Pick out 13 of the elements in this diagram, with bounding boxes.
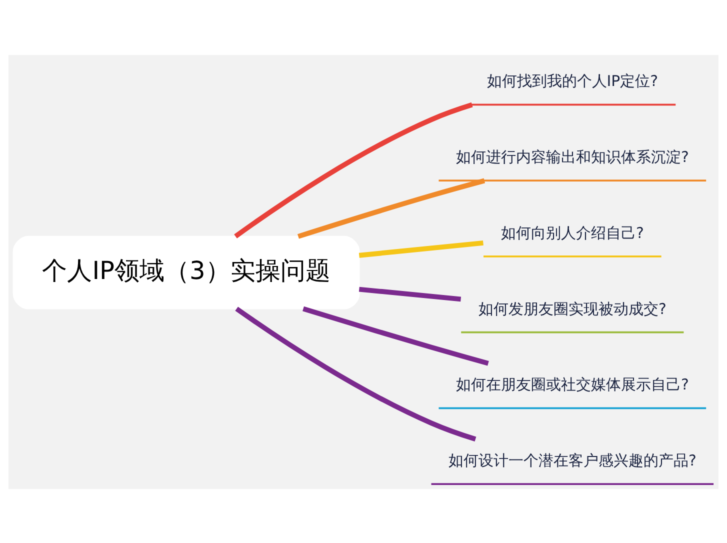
node-text: 如何在朋友圈或社交媒体展示自己? xyxy=(456,375,689,394)
connector xyxy=(235,306,476,442)
node-text: 如何进行内容输出和知识体系沉淀? xyxy=(456,148,689,166)
connector xyxy=(234,102,473,238)
node-text: 如何找到我的个人IP定位? xyxy=(486,72,658,90)
node-text: 如何设计一个潜在客户感兴趣的产品? xyxy=(448,450,696,469)
node-text: 如何向别人介绍自己? xyxy=(500,223,644,242)
node-text: 如何发朋友圈实现被动成交? xyxy=(478,299,666,318)
node-box: 个人IP领域（3）实操问题 xyxy=(12,235,360,309)
connector xyxy=(302,306,489,366)
connector xyxy=(358,240,484,258)
connector xyxy=(358,286,462,302)
connector xyxy=(297,178,486,238)
